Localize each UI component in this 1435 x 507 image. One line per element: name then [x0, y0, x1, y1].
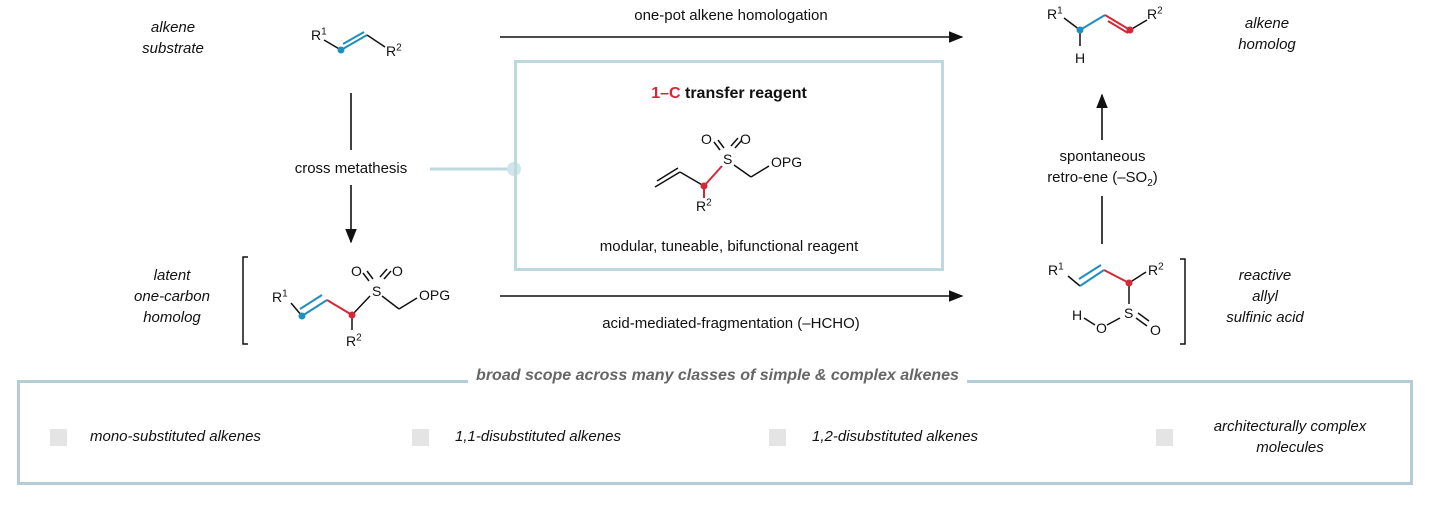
scope-item-12: 1,2-disubstituted alkenes [812, 428, 978, 445]
sulfinic-acid-structure [1067, 258, 1186, 345]
reagent-structure [654, 137, 770, 198]
label-retro-ene: spontaneous retro-ene (–SO2) [1047, 148, 1158, 189]
atom-s: S [723, 151, 733, 167]
scope-title: broad scope across many classes of simpl… [0, 367, 1435, 385]
alkene-substrate-structure [323, 31, 386, 54]
atom-o-right: O [740, 131, 751, 147]
acid-s: S [1124, 305, 1134, 321]
latent-opg: OPG [419, 287, 451, 303]
scope-bullet-1 [50, 429, 67, 446]
latent-s: S [372, 283, 382, 299]
homolog-r2: R2 [1147, 5, 1163, 22]
scope-item-mono: mono-substituted alkenes [90, 428, 261, 445]
alkene-homolog-structure [1063, 14, 1148, 46]
scope-bullet-2 [412, 429, 429, 446]
substrate-r1: R1 [311, 26, 327, 43]
reagent-title-rest: transfer reagent [680, 85, 807, 102]
acid-r2: R2 [1148, 261, 1164, 278]
scope-bullet-3 [769, 429, 786, 446]
reagent-caption: modular, tuneable, bifunctional reagent [599, 238, 859, 255]
reagent-title-highlight: 1–C [651, 85, 681, 102]
homolog-r1: R1 [1047, 5, 1063, 22]
acid-o: O [1096, 320, 1107, 336]
homolog-h: H [1075, 50, 1086, 66]
acid-o-double: O [1150, 322, 1161, 338]
scope-bullet-4 [1156, 429, 1173, 446]
label-cross-metathesis: cross metathesis [294, 160, 408, 177]
label-homologation: one-pot alkene homologation [634, 7, 828, 24]
atom-r2: R2 [696, 197, 712, 214]
atom-o-left: O [701, 131, 712, 147]
label-fragmentation: acid-mediated-fragmentation (–HCHO) [602, 315, 860, 332]
scope-panel [17, 380, 1413, 485]
latent-o-right: O [392, 263, 403, 279]
substrate-r2: R2 [386, 42, 402, 59]
latent-r2: R2 [346, 332, 362, 349]
latent-homolog-structure [242, 256, 418, 345]
scope-item-11: 1,1-disubstituted alkenes [455, 428, 621, 445]
acid-h: H [1072, 307, 1083, 323]
acid-r1: R1 [1048, 261, 1064, 278]
latent-r1: R1 [272, 288, 288, 305]
reagent-title: 1–C transfer reagent [514, 83, 944, 104]
reagent-box [514, 60, 944, 271]
atom-opg: OPG [771, 154, 803, 170]
latent-o-left: O [351, 263, 362, 279]
